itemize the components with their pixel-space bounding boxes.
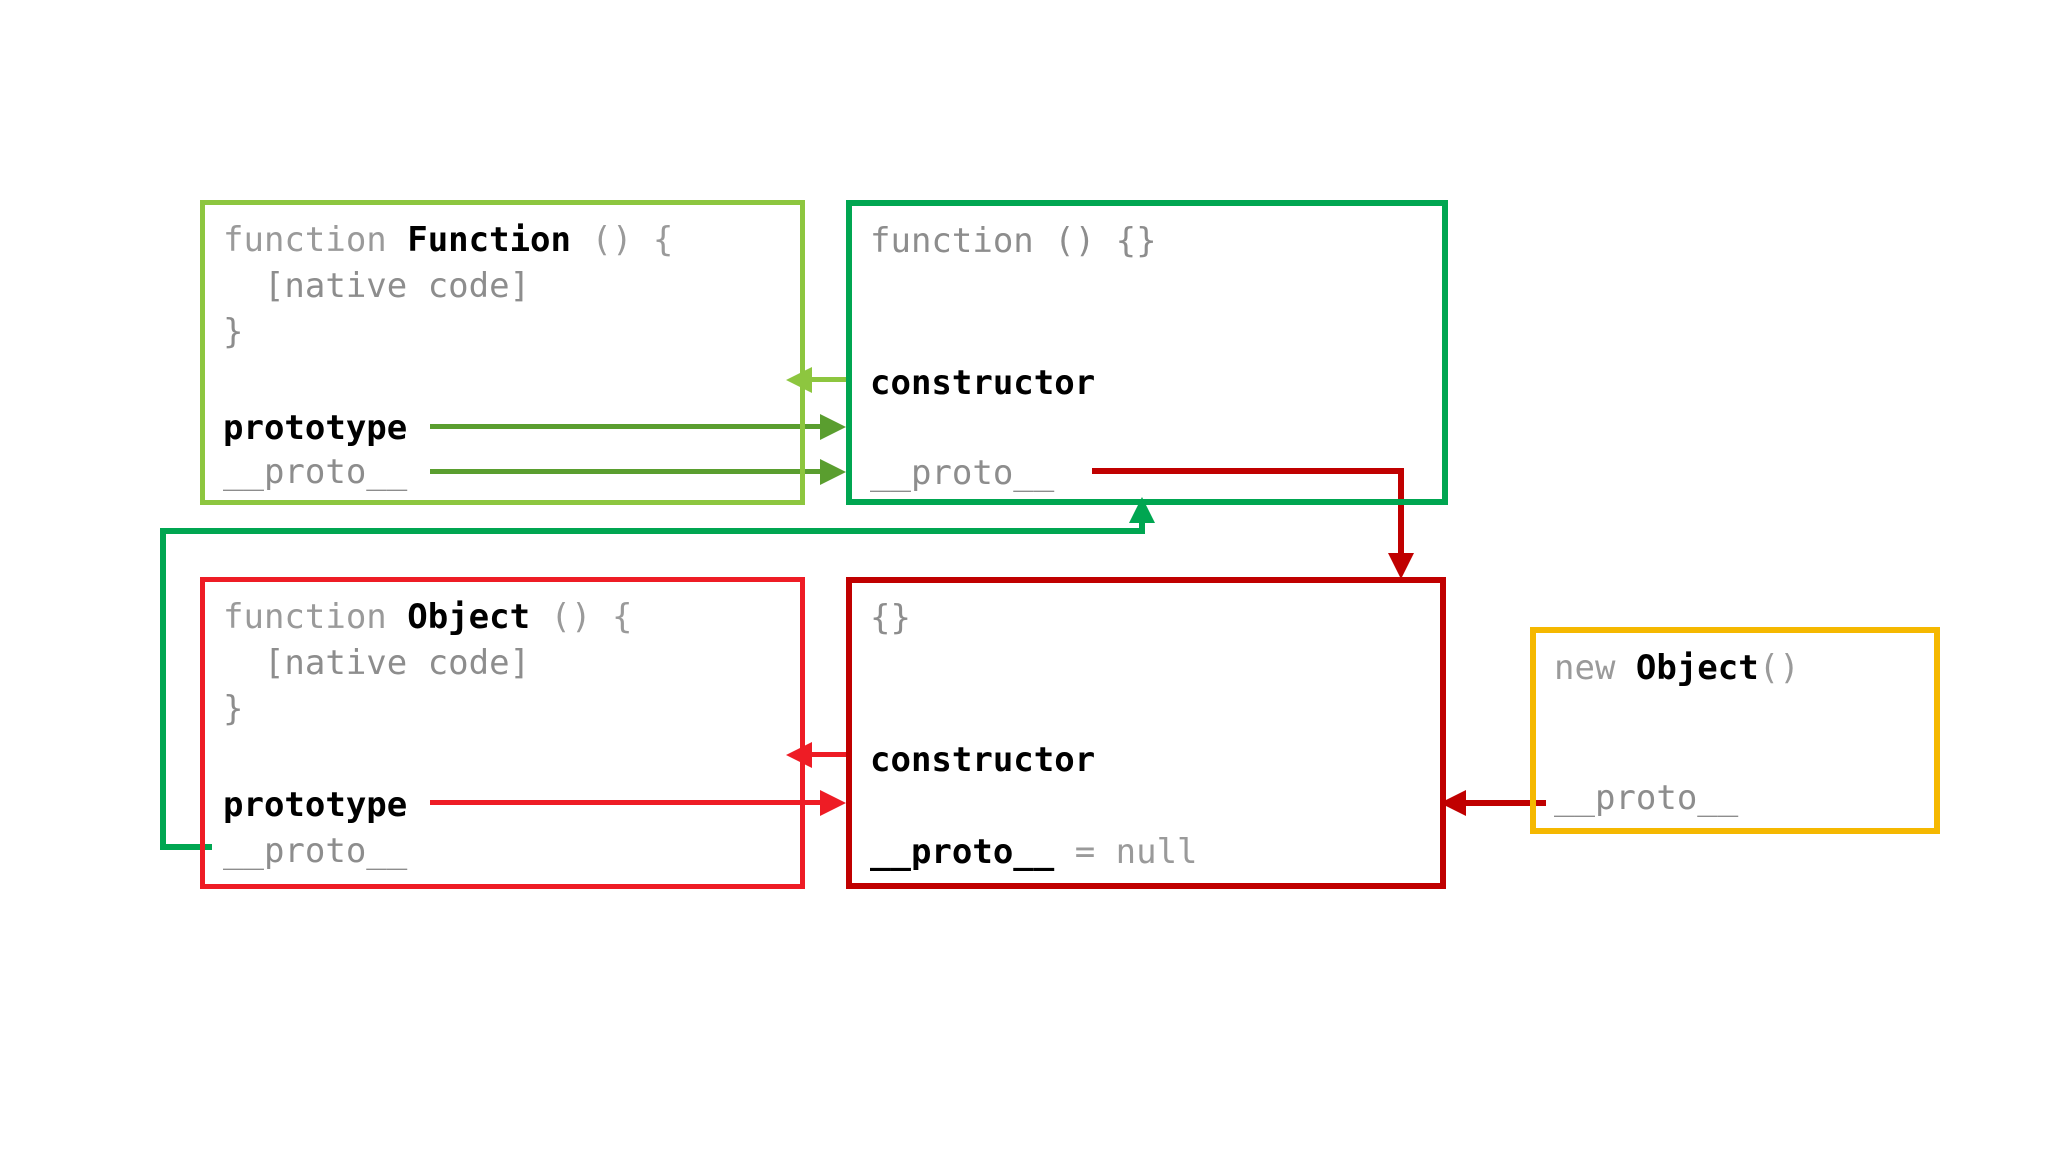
function-prototype-signature: function () {}	[870, 221, 1157, 261]
object-prototype-label: prototype	[223, 785, 408, 825]
edge-object-proto-h-bottom	[160, 844, 212, 850]
edge-object-prototype-line	[430, 800, 830, 805]
box-function-constructor[interactable]: function Function () { [native code] } p…	[200, 200, 805, 505]
edge-instance-proto-line	[1466, 800, 1546, 806]
function-params-brace: () {	[571, 220, 674, 260]
new-object-identifier: Object	[1635, 648, 1759, 688]
function-proto-property[interactable]: __proto__	[223, 452, 408, 492]
function-closing-brace: }	[223, 312, 244, 352]
object-function-keyword: function	[223, 597, 408, 637]
edge-fnproto-proto-h	[1092, 468, 1404, 474]
edge-object-proto-v-right	[1139, 520, 1145, 534]
new-keyword: new	[1554, 648, 1636, 688]
object-params-brace: () {	[530, 597, 633, 637]
edge-instance-proto-arrowhead	[1440, 790, 1466, 816]
edge-object-proto-v-left	[160, 528, 166, 850]
object-prototype-signature: {}	[870, 598, 911, 638]
edge-object-proto-h-top	[160, 528, 1145, 534]
edge-fnproto-proto-arrowhead	[1388, 553, 1414, 579]
object-prototype-constructor-label: constructor	[870, 740, 1096, 780]
function-prototype-constructor-label: constructor	[870, 363, 1096, 403]
function-prototype-property[interactable]: prototype	[223, 411, 407, 445]
edge-object-proto-arrowhead	[1129, 497, 1155, 523]
object-closing-brace: }	[223, 689, 244, 729]
edge-fnproto-constructor-arrowhead	[786, 367, 812, 393]
new-object-call-parens: ()	[1758, 648, 1800, 688]
box-object-constructor[interactable]: function Object () { [native code] } pro…	[200, 577, 805, 889]
object-prototype-constructor-property[interactable]: constructor	[870, 743, 1095, 777]
edge-object-prototype-arrowhead	[820, 790, 846, 816]
box-new-object-instance[interactable]: new Object() __proto__	[1530, 627, 1940, 834]
function-constructor-signature: function Function () {	[223, 223, 673, 257]
function-identifier: Function	[407, 220, 571, 260]
object-prototype-proto-value: = null	[1054, 832, 1198, 872]
function-prototype-label: prototype	[223, 408, 408, 448]
object-proto-property[interactable]: __proto__	[223, 831, 408, 871]
new-object-proto-property[interactable]: __proto__	[1554, 778, 1739, 818]
box-function-prototype[interactable]: function () {} constructor __proto__	[846, 200, 1448, 505]
edge-fnproto-proto-v	[1398, 468, 1404, 558]
object-native-code: [native code]	[223, 643, 531, 683]
object-prototype-proto-label: __proto__	[870, 832, 1055, 872]
new-object-signature: new Object()	[1554, 651, 1800, 685]
object-prototype-property[interactable]: prototype	[223, 788, 407, 822]
edge-fnproto-constructor-line	[812, 377, 850, 382]
function-prototype-proto-property[interactable]: __proto__	[870, 453, 1055, 493]
box-object-prototype[interactable]: {} constructor __proto__ = null	[846, 577, 1446, 889]
function-prototype-constructor-property[interactable]: constructor	[870, 366, 1095, 400]
object-constructor-signature: function Object () {	[223, 600, 632, 634]
edge-objproto-constructor-arrowhead	[786, 742, 812, 768]
object-prototype-proto-property[interactable]: __proto__ = null	[870, 835, 1198, 869]
edge-function-prototype-arrowhead	[820, 414, 846, 440]
edge-function-proto-line	[430, 469, 830, 474]
edge-function-prototype-line	[430, 424, 830, 429]
function-keyword: function	[223, 220, 408, 260]
edge-function-proto-arrowhead	[820, 459, 846, 485]
function-native-code: [native code]	[223, 266, 531, 306]
edge-objproto-constructor-line	[812, 752, 850, 757]
object-identifier: Object	[407, 597, 531, 637]
